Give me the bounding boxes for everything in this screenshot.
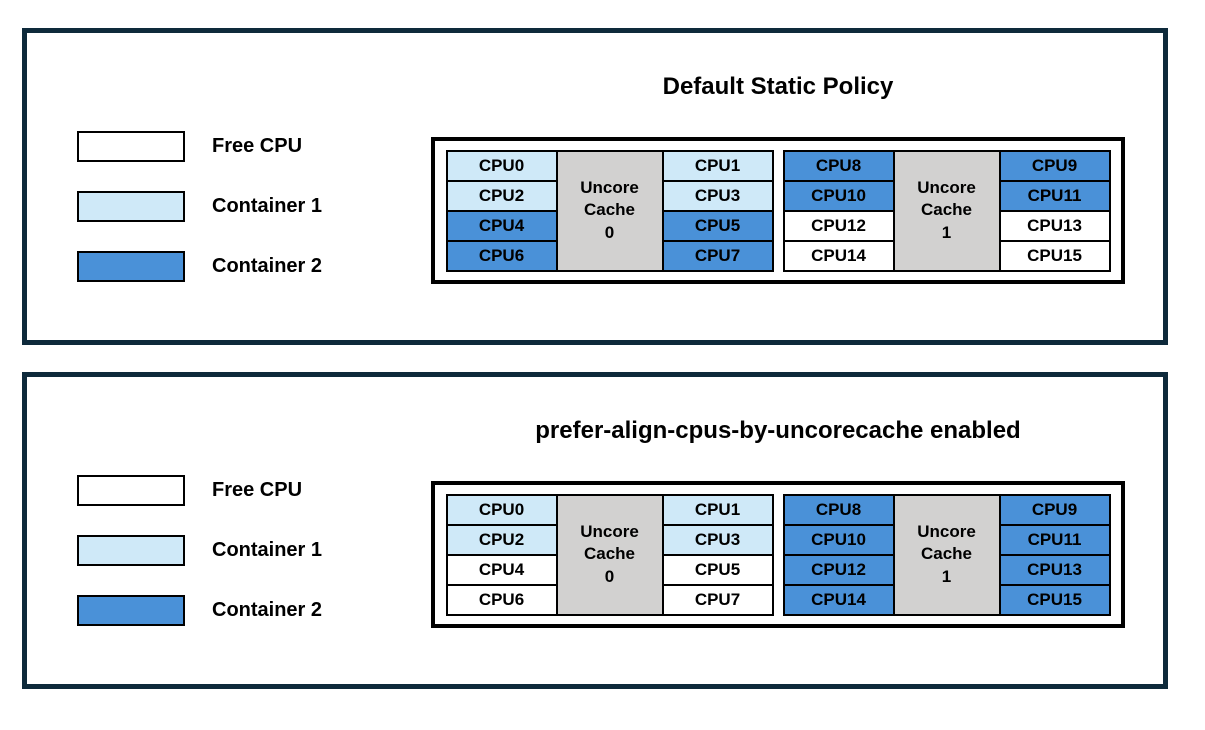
panel-prefer-align-cpus-by-uncorecache: prefer-align-cpus-by-uncorecache enabled… [22,372,1168,689]
uncore-cache-label: Cache [920,544,973,564]
legend-swatch-container-1 [77,191,185,222]
cpu-cell: CPU14 [782,583,895,616]
cpu-cell: CPU13 [998,209,1111,242]
cpu-cell: CPU7 [661,583,774,616]
cpu-cell: CPU4 [445,209,558,242]
cpu-cell: CPU14 [782,239,895,272]
panel-title: prefer-align-cpus-by-uncorecache enabled [535,417,1021,444]
panel-title: Default Static Policy [662,73,894,100]
cpu-cell: CPU5 [661,209,774,242]
cpu-cell: CPU8 [782,493,895,526]
legend-row-free-cpu: Free CPU [77,475,322,506]
legend-swatch-container-2 [77,595,185,626]
cpu-cell: CPU9 [998,149,1111,182]
cpu-cell: CPU3 [661,523,774,556]
uncore-cache-label: Uncore [580,522,639,542]
legend-swatch-free-cpu [77,131,185,162]
legend-label: Free CPU [212,135,303,157]
legend-row-container-1: Container 1 [77,535,322,566]
legend-row-container-1: Container 1 [77,191,322,222]
legend-label: Free CPU [212,479,303,501]
cpu-cell: CPU8 [782,149,895,182]
uncore-cache-label: Uncore [580,178,639,198]
legend-label: Container 2 [212,599,323,621]
legend-row-free-cpu: Free CPU [77,131,322,162]
cpu-cell: CPU10 [782,179,895,212]
uncore-cache-label: Cache [583,200,636,220]
uncore-cache-label: 1 [941,222,952,242]
cpu-cell: CPU5 [661,553,774,586]
legend-label: Container 1 [212,539,323,561]
cpu-cell: CPU0 [445,493,558,526]
uncore-cache-label: Cache [920,200,973,220]
legend-swatch-container-2 [77,251,185,282]
uncore-cache-label: Uncore [917,178,976,198]
cpu-cell: CPU12 [782,209,895,242]
uncore-cache-label: 0 [604,566,615,586]
cpu-cell: CPU13 [998,553,1111,586]
cpu-cell: CPU7 [661,239,774,272]
cpu-cell: CPU15 [998,239,1111,272]
legend: Free CPU Container 1 Container 2 [77,475,322,655]
legend-label: Container 1 [212,195,323,217]
legend-row-container-2: Container 2 [77,251,322,282]
cpu-cell: CPU9 [998,493,1111,526]
uncore-cache-label: Uncore [917,522,976,542]
cpu-cell: CPU2 [445,179,558,212]
cpu-cell: CPU11 [998,179,1111,212]
uncore-cache-label: Cache [583,544,636,564]
legend-row-container-2: Container 2 [77,595,322,626]
cpu-cell: CPU0 [445,149,558,182]
cpu-cell: CPU1 [661,493,774,526]
legend: Free CPU Container 1 Container 2 [77,131,322,311]
cpu-cell: CPU4 [445,553,558,586]
cpu-cell: CPU3 [661,179,774,212]
legend-swatch-container-1 [77,535,185,566]
cpu-cell: CPU6 [445,583,558,616]
uncore-cache-label: 1 [941,566,952,586]
uncore-cache-label: 0 [604,222,615,242]
cpu-cell: CPU10 [782,523,895,556]
cpu-cell: CPU11 [998,523,1111,556]
cpu-cell: CPU1 [661,149,774,182]
cpu-cell: CPU15 [998,583,1111,616]
cpu-cell: CPU2 [445,523,558,556]
cpu-cell: CPU12 [782,553,895,586]
legend-label: Container 2 [212,255,323,277]
legend-swatch-free-cpu [77,475,185,506]
cpu-cell: CPU6 [445,239,558,272]
panel-default-static-policy: Default Static Policy Free CPU Container… [22,28,1168,345]
